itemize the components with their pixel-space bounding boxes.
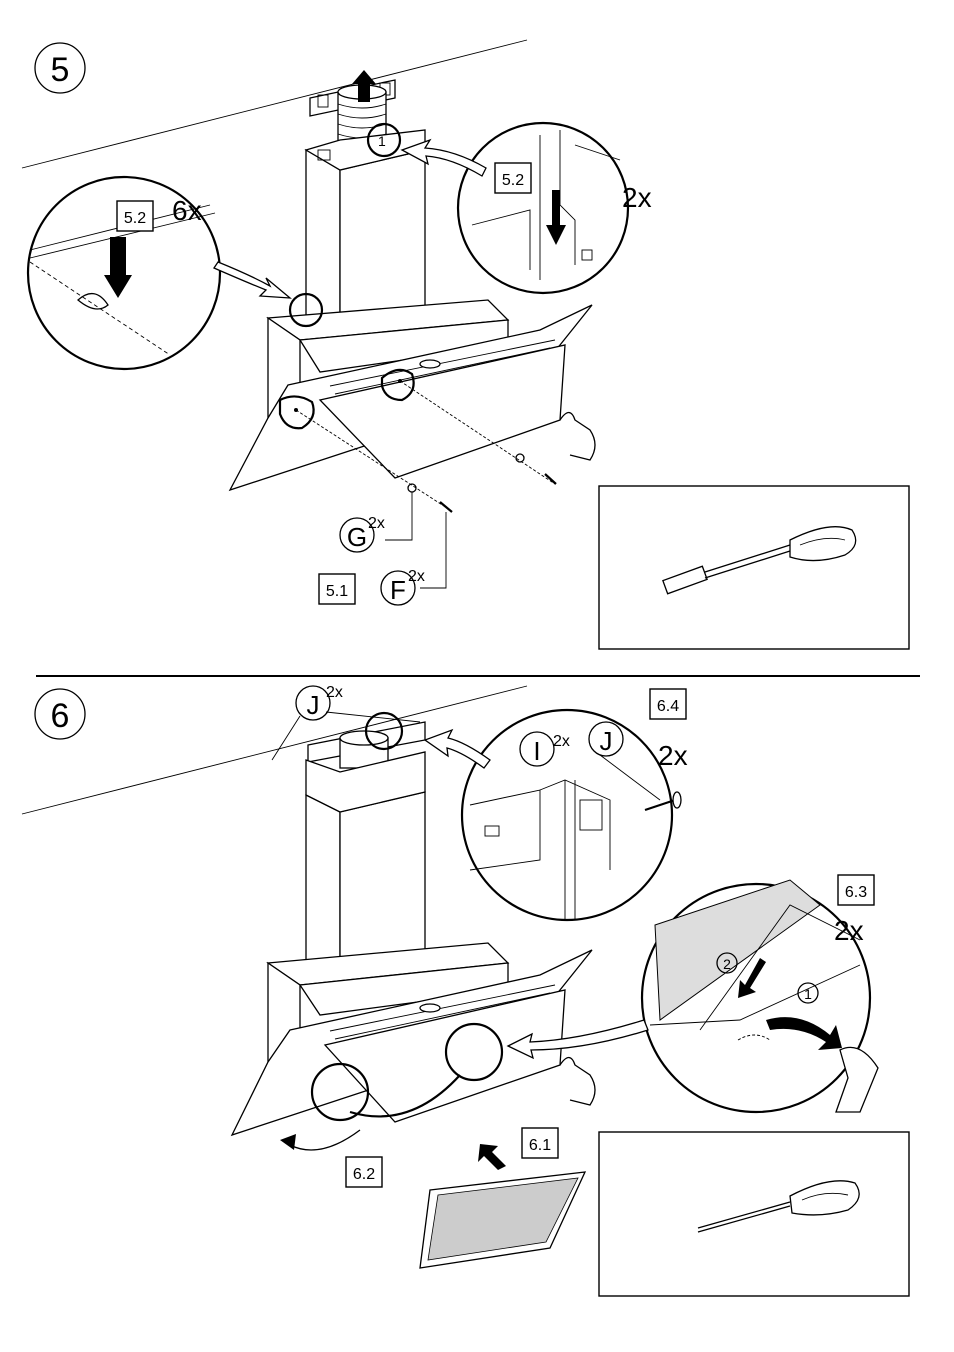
detail-part-i-label: I xyxy=(533,736,540,766)
ref-box-6-3 xyxy=(837,874,875,906)
ref-5-1-label: 5.1 xyxy=(326,583,348,600)
push-arrow-icon xyxy=(766,1017,842,1050)
step-6-circle xyxy=(34,688,86,740)
ref-6-3-count: 2x xyxy=(834,915,864,946)
detail-right-count: 2x xyxy=(622,182,652,213)
ref-box-5-2-left xyxy=(116,200,154,232)
arrow-down-icon-6-3 xyxy=(738,958,766,998)
screw-icon xyxy=(644,791,682,812)
part-j-circle xyxy=(295,685,331,721)
part-f-circle xyxy=(380,570,416,606)
ref-box-6-4 xyxy=(649,688,687,720)
step-5-number: 5 xyxy=(51,51,70,89)
ceiling-line-6 xyxy=(21,685,528,815)
part-j-count: 2x xyxy=(326,684,343,701)
tool-box-step6 xyxy=(598,1131,910,1297)
part-f-count: 2x xyxy=(408,568,425,585)
hand-icon-6 xyxy=(559,1056,596,1106)
detail-count-6-4: 2x xyxy=(658,740,688,771)
detail-left-ref: 5.2 xyxy=(124,210,146,227)
ref-box-6-1 xyxy=(521,1127,559,1159)
ref-box-5-1 xyxy=(318,573,356,605)
step-6-number: 6 xyxy=(51,697,70,735)
nut-driver-icon xyxy=(662,526,857,595)
part-j-label: J xyxy=(307,690,320,720)
ref-6-1-label: 6.1 xyxy=(529,1137,551,1154)
part-g-circle xyxy=(339,517,375,553)
arrow-down-icon-right xyxy=(546,190,566,245)
washer-g-icon xyxy=(407,483,417,493)
step-5: 5 1 xyxy=(21,39,910,650)
detail-magnifier-6-4 xyxy=(460,708,674,922)
chimney-6 xyxy=(305,721,426,980)
arrow-left-icon xyxy=(400,138,487,177)
detail-part-i-count: 2x xyxy=(553,733,570,750)
part-g-label: G xyxy=(347,522,367,552)
hand-icon xyxy=(559,411,596,461)
arrow-up-icon-6 xyxy=(478,1144,506,1170)
screw-hole-marker-right xyxy=(380,368,415,402)
chimney xyxy=(304,129,426,337)
detail-part-i-circle xyxy=(519,731,555,767)
ref-6-4-label: 6.4 xyxy=(657,698,679,715)
arrow-left-icon-6-3 xyxy=(506,1019,649,1060)
part-f-label: F xyxy=(390,575,406,605)
connector-curve xyxy=(349,1074,461,1118)
arrow-right-icon xyxy=(213,261,292,299)
hood-body-6 xyxy=(230,942,593,1137)
arrow-left-icon-6 xyxy=(423,728,491,769)
screw-f-icon xyxy=(439,501,453,513)
hood-body xyxy=(228,299,593,492)
callout-1-6-3: 1 xyxy=(804,986,812,1002)
ref-box-6-2 xyxy=(345,1156,383,1188)
screw-hole-marker-left xyxy=(278,395,315,430)
zoom-circle-clip-right xyxy=(444,1022,504,1082)
ref-box-5-2-right xyxy=(494,162,532,194)
tool-box-step5 xyxy=(598,485,910,650)
grease-filter xyxy=(419,1171,587,1269)
detail-magnifier-right xyxy=(456,121,630,295)
detail-magnifier-6-3 xyxy=(640,879,879,1114)
phillips-screwdriver-icon xyxy=(697,1180,860,1233)
callout-2: 2 xyxy=(723,956,731,972)
screw-guide-left xyxy=(295,409,451,511)
detail-part-j-label: J xyxy=(600,726,613,756)
detail-left-count: 6x xyxy=(172,195,202,226)
callout-1: 1 xyxy=(378,133,386,149)
ceiling-line xyxy=(21,39,528,169)
zoom-circle-top-6 xyxy=(364,711,404,751)
detail-part-j-circle xyxy=(588,721,624,757)
arrow-down-icon xyxy=(104,237,132,298)
screw-guide-right xyxy=(399,380,556,485)
zoom-circle-base xyxy=(288,292,324,328)
ref-6-2-label: 6.2 xyxy=(353,1166,375,1183)
rotate-arrow-icon xyxy=(289,1129,361,1151)
zoom-circle-clip-left xyxy=(310,1062,370,1122)
step-6: 6 J 2x xyxy=(21,684,910,1297)
step-5-circle xyxy=(34,42,86,94)
ref-6-3-label: 6.3 xyxy=(845,884,867,901)
part-g-count: 2x xyxy=(368,515,385,532)
clip-handle-icon xyxy=(835,1046,879,1113)
zoom-circle-top xyxy=(366,122,402,158)
detail-right-ref: 5.2 xyxy=(502,172,524,189)
arrow-up-icon xyxy=(352,70,376,102)
detail-magnifier-left xyxy=(26,175,222,371)
